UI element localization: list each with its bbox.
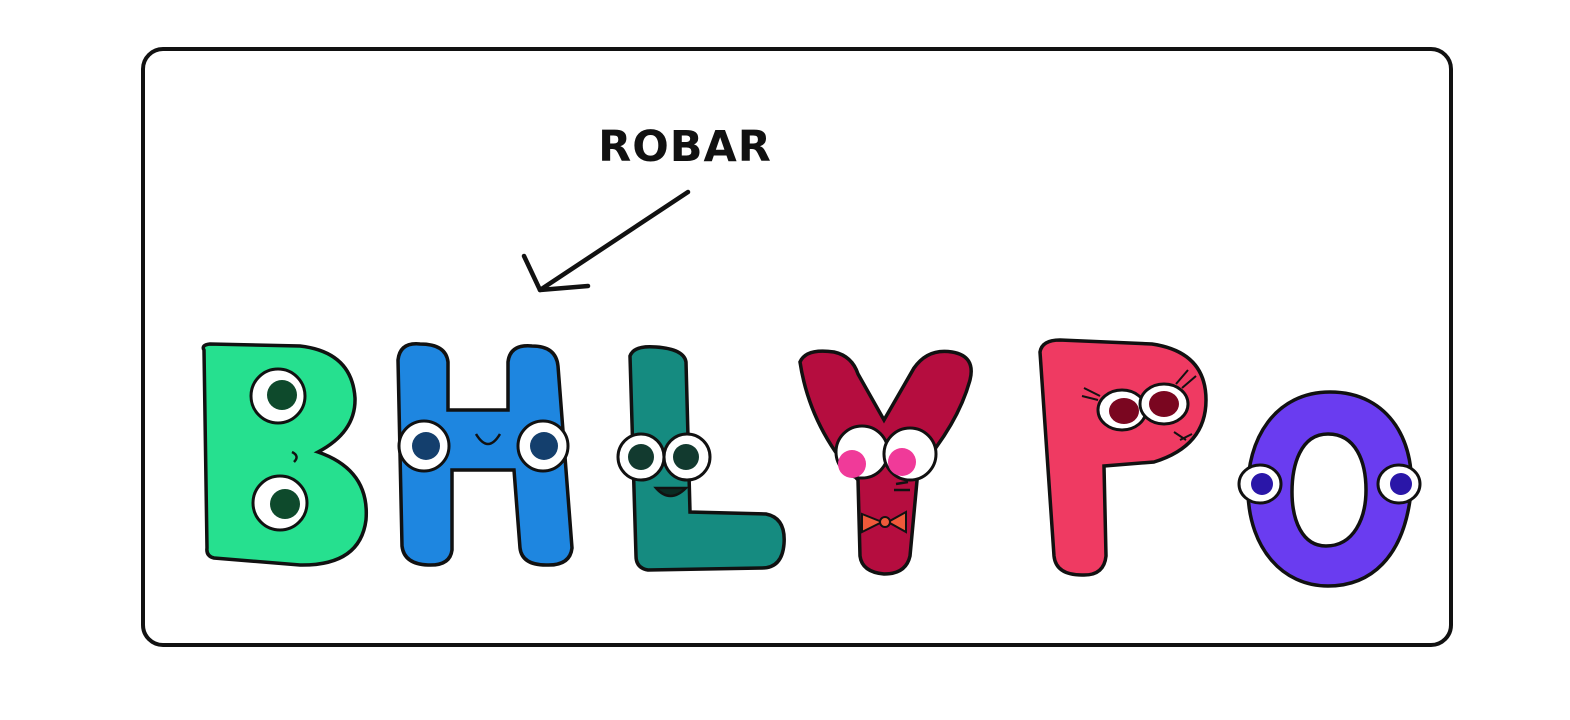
eye-icon [516, 419, 570, 473]
eye-icon [251, 474, 309, 532]
eye-icon [249, 367, 307, 425]
frame-border [141, 47, 1453, 647]
eye-icon [1237, 463, 1283, 505]
letter-p-body [1038, 338, 1208, 577]
robar-caption: ROBAR [598, 122, 772, 172]
eye-icon [882, 426, 938, 482]
eye-icon [616, 432, 666, 482]
eye-icon [834, 424, 890, 480]
letter-h-body [396, 342, 574, 567]
letter-p-character [1038, 338, 1208, 577]
letter-o-character [1237, 390, 1422, 588]
eye-icon [397, 419, 451, 473]
eye-icon [1138, 382, 1190, 426]
letter-y-character [798, 349, 973, 576]
letter-b-character [201, 342, 368, 567]
letter-l-character [616, 344, 786, 572]
eye-icon [1096, 388, 1148, 432]
letter-h-character [396, 342, 574, 567]
letter-b-body [201, 342, 368, 567]
arrow-icon [521, 189, 691, 293]
bow-tie-icon [861, 510, 907, 534]
letter-o-body [1246, 390, 1413, 588]
eye-icon [662, 432, 712, 482]
letter-l-body [628, 344, 786, 572]
eye-icon [1376, 463, 1422, 505]
